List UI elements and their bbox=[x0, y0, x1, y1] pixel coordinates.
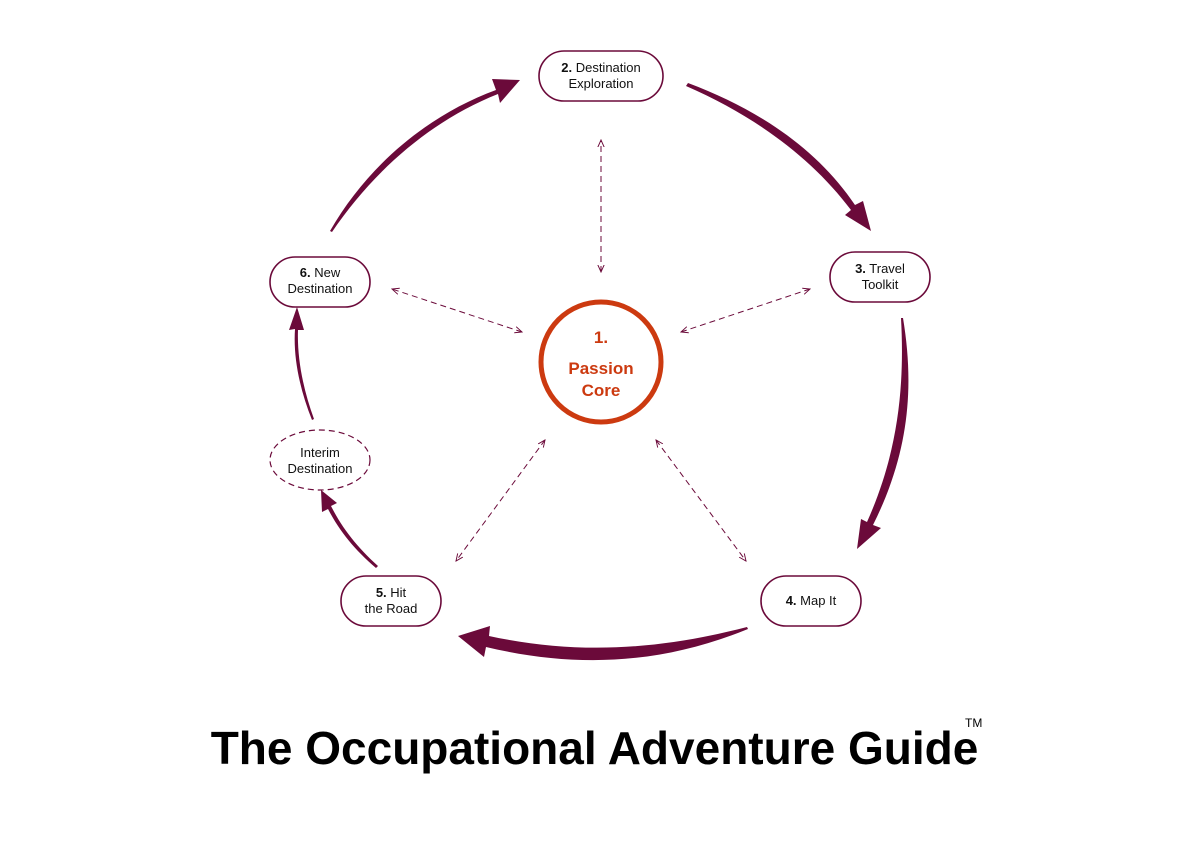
connector-core-new-destination bbox=[392, 289, 522, 332]
node-interim-destination-line2: Destination bbox=[287, 461, 352, 476]
trademark-mark: TM bbox=[965, 716, 983, 730]
arrow-exploration-to-toolkit bbox=[686, 83, 871, 231]
core-connectors bbox=[392, 140, 810, 561]
node-hit-the-road-line1: 5. Hit bbox=[376, 585, 407, 600]
arrow-map-it-to-hit-the-road bbox=[458, 626, 748, 661]
node-map-it-line1: 4. Map It bbox=[786, 593, 837, 608]
cycle-arrows bbox=[289, 79, 909, 661]
arrow-new-destination-to-exploration bbox=[330, 79, 520, 232]
page-title: The Occupational Adventure Guide bbox=[210, 722, 979, 774]
node-travel-toolkit-line1: 3. Travel bbox=[855, 261, 905, 276]
node-new-destination: 6. New Destination bbox=[269, 256, 371, 308]
connector-core-travel-toolkit bbox=[681, 289, 810, 332]
passion-core-line1: Passion bbox=[568, 359, 633, 378]
node-new-destination-box bbox=[269, 256, 371, 308]
arrow-hit-the-road-to-interim bbox=[321, 490, 378, 568]
arrow-interim-to-new-destination bbox=[289, 307, 314, 420]
node-hit-the-road: 5. Hit the Road bbox=[340, 575, 442, 627]
passion-core: 1. Passion Core bbox=[538, 299, 664, 425]
passion-core-line2: Core bbox=[582, 381, 621, 400]
node-interim-destination-line1: Interim bbox=[300, 445, 340, 460]
passion-core-circle bbox=[538, 299, 664, 425]
node-destination-exploration-line1: 2. Destination bbox=[561, 60, 641, 75]
node-hit-the-road-line2: the Road bbox=[365, 601, 418, 616]
connector-core-map-it bbox=[656, 440, 746, 561]
connector-core-hit-the-road bbox=[456, 440, 545, 561]
node-map-it: 4. Map It bbox=[760, 575, 862, 627]
node-new-destination-line1: 6. New bbox=[300, 265, 341, 280]
node-destination-exploration-line2: Exploration bbox=[568, 76, 633, 91]
node-travel-toolkit-box bbox=[829, 251, 931, 303]
node-hit-the-road-box bbox=[340, 575, 442, 627]
node-new-destination-line2: Destination bbox=[287, 281, 352, 296]
node-interim-destination: Interim Destination bbox=[269, 429, 371, 491]
node-map-it-box bbox=[760, 575, 862, 627]
node-travel-toolkit-line2: Toolkit bbox=[862, 277, 899, 292]
node-destination-exploration-box bbox=[538, 50, 664, 102]
node-destination-exploration: 2. Destination Exploration bbox=[538, 50, 664, 102]
passion-core-number: 1. bbox=[594, 328, 608, 347]
node-interim-destination-ellipse bbox=[269, 429, 371, 491]
node-travel-toolkit: 3. Travel Toolkit bbox=[829, 251, 931, 303]
arrow-toolkit-to-map-it bbox=[857, 318, 909, 549]
